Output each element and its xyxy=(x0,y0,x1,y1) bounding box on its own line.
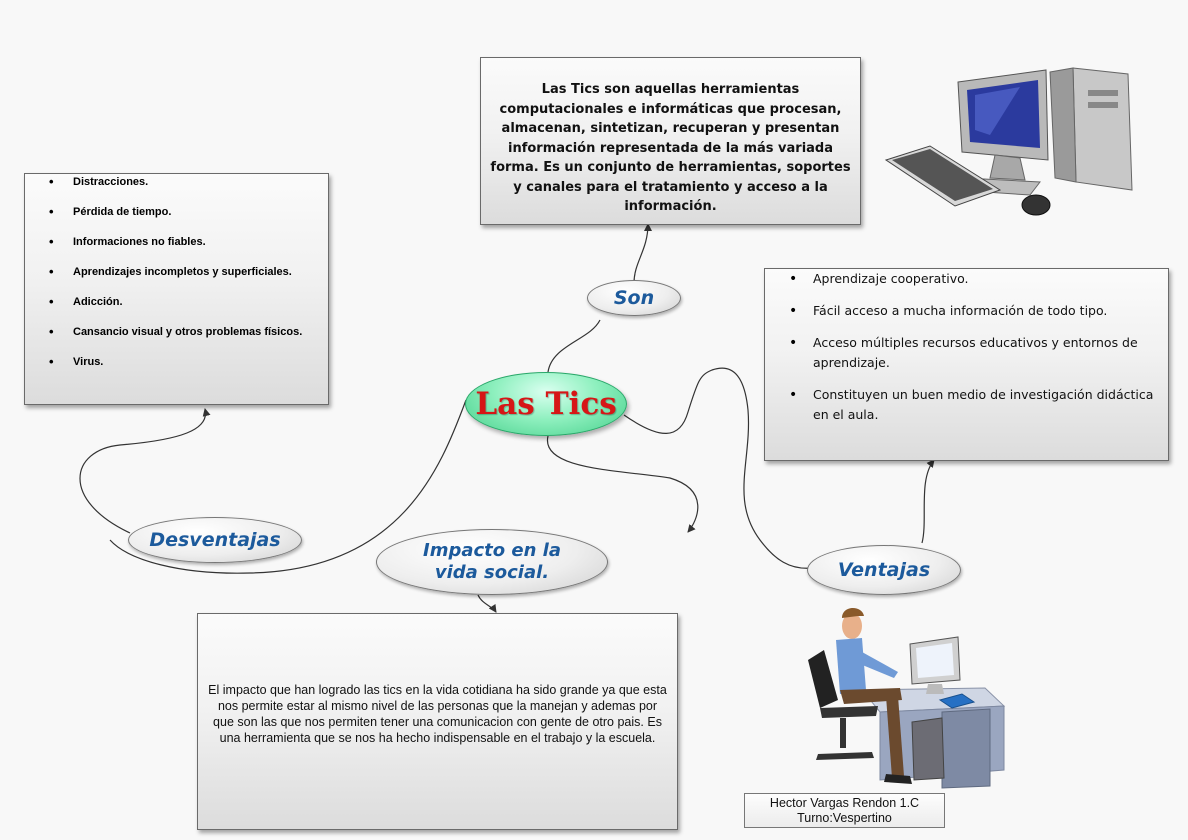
desventajas-node: Desventajas xyxy=(128,517,302,563)
list-item: Pérdida de tiempo. xyxy=(25,204,328,219)
list-item: Virus. xyxy=(25,354,328,369)
ventajas-list: Aprendizaje cooperativo. Fácil acceso a … xyxy=(765,269,1164,425)
connector-center-ventajas xyxy=(623,367,813,569)
connector-center-desventajas xyxy=(109,399,467,574)
connector-center-impacto xyxy=(547,435,699,533)
list-item: Aprendizaje cooperativo. xyxy=(765,269,1164,289)
list-item: Adicción. xyxy=(25,294,328,309)
list-item: Acceso múltiples recursos educativos y e… xyxy=(765,333,1164,373)
list-item: Informaciones no fiables. xyxy=(25,234,328,249)
definition-text: Las Tics son aquellas herramientas compu… xyxy=(490,82,851,214)
impacto-label: Impacto en la vida social. xyxy=(423,540,561,583)
credit-name: Hector Vargas Rendon 1.C xyxy=(769,796,920,810)
impacto-text: El impacto que han logrado las tics en l… xyxy=(208,683,667,745)
credit-turno: Turno:Vespertino xyxy=(797,811,892,825)
connector-impacto-text xyxy=(477,594,497,613)
desventajas-box: Distracciones. Pérdida de tiempo. Inform… xyxy=(24,173,329,405)
impacto-node: Impacto en la vida social. xyxy=(376,529,608,595)
impacto-box: El impacto que han logrado las tics en l… xyxy=(197,613,678,830)
list-item: Distracciones. xyxy=(25,174,328,189)
ventajas-label: Ventajas xyxy=(837,558,931,581)
connector-desventajas-list xyxy=(79,408,211,534)
list-item: Constituyen un buen medio de investigaci… xyxy=(765,385,1164,425)
son-label: Son xyxy=(613,286,655,309)
ventajas-node: Ventajas xyxy=(807,545,961,595)
desventajas-list: Distracciones. Pérdida de tiempo. Inform… xyxy=(25,174,328,369)
center-title: Las Tics xyxy=(475,386,617,422)
son-node: Son xyxy=(587,280,681,316)
center-node: Las Tics xyxy=(465,372,627,436)
desventajas-label: Desventajas xyxy=(149,528,281,551)
connector-son-definition xyxy=(633,223,652,284)
definition-box: Las Tics son aquellas herramientas compu… xyxy=(480,57,861,225)
list-item: Aprendizajes incompletos y superficiales… xyxy=(25,264,328,279)
list-item: Cansancio visual y otros problemas físic… xyxy=(25,324,328,339)
connector-ventajas-list xyxy=(921,459,935,544)
connector-center-son xyxy=(547,319,601,373)
credit-box: Hector Vargas Rendon 1.C Turno:Vespertin… xyxy=(744,793,945,828)
list-item: Fácil acceso a mucha información de todo… xyxy=(765,301,1164,321)
ventajas-box: Aprendizaje cooperativo. Fácil acceso a … xyxy=(764,268,1169,461)
